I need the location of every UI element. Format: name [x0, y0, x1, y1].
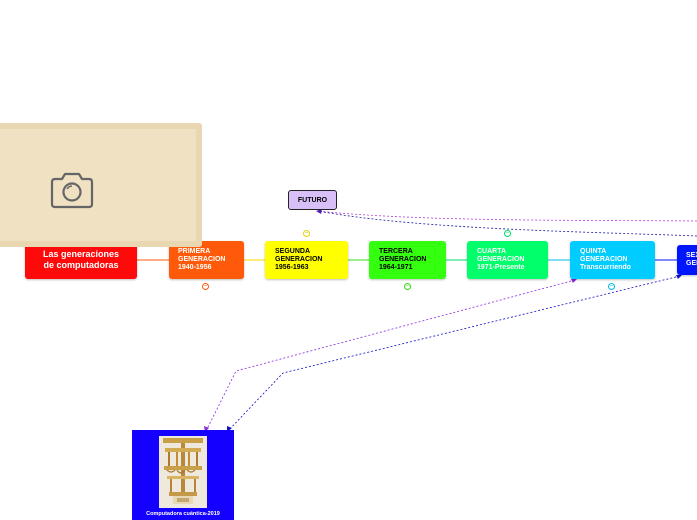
quantum-caption: Computadora cuántica-2019 — [146, 511, 220, 517]
generation-label-4: CUARTA GENERACION 1971-Presente — [477, 248, 525, 271]
generation-label-6: SEXTA GENERACION — [686, 252, 697, 267]
arrow-g5 — [571, 279, 577, 283]
future-label: FUTURO — [297, 196, 328, 204]
future-node[interactable]: FUTURO — [288, 190, 337, 210]
chandelier-icon — [159, 436, 207, 508]
collapse-toggle-g1[interactable]: – — [202, 283, 209, 290]
relation-g6-quantum — [227, 275, 681, 432]
quantum-computer-image — [159, 436, 207, 508]
generation-label-1: PRIMERA GENERACION 1940-1956 — [178, 248, 226, 271]
relation-g5-quantum — [205, 279, 576, 432]
camera-icon — [50, 172, 94, 209]
generation-node-1[interactable]: PRIMERA GENERACION 1940-1956 — [169, 241, 244, 279]
generation-label-2: SEGUNDA GENERACION 1956-1963 — [275, 248, 323, 271]
collapse-toggle-g2[interactable]: – — [303, 230, 310, 237]
arrow-g6 — [676, 275, 682, 279]
quantum-computer-card[interactable]: Computadora cuántica-2019 — [132, 430, 234, 520]
root-label: Las generaciones de computadoras — [42, 249, 120, 270]
generation-node-3[interactable]: TERCERA GENERACION 1964-1971 — [369, 241, 446, 279]
generation-label-5: QUINTA GENERACION Transcurriendo — [580, 248, 631, 271]
generation-node-2[interactable]: SEGUNDA GENERACION 1956-1963 — [265, 241, 348, 279]
relation-offscreen-futuro — [317, 210, 697, 222]
generation-node-4[interactable]: CUARTA GENERACION 1971-Presente — [467, 241, 548, 279]
generation-node-6[interactable]: SEXTA GENERACION — [677, 245, 697, 275]
image-placeholder-panel[interactable] — [0, 123, 202, 247]
generation-node-5[interactable]: QUINTA GENERACION Transcurriendo — [570, 241, 655, 279]
collapse-toggle-g5[interactable]: – — [608, 283, 615, 290]
arrow-futuro — [316, 209, 322, 214]
collapse-toggle-g4[interactable]: – — [504, 230, 511, 237]
generation-label-3: TERCERA GENERACION 1964-1971 — [379, 248, 427, 271]
root-node[interactable]: Las generaciones de computadoras — [25, 241, 137, 279]
collapse-toggle-g3[interactable]: – — [404, 283, 411, 290]
